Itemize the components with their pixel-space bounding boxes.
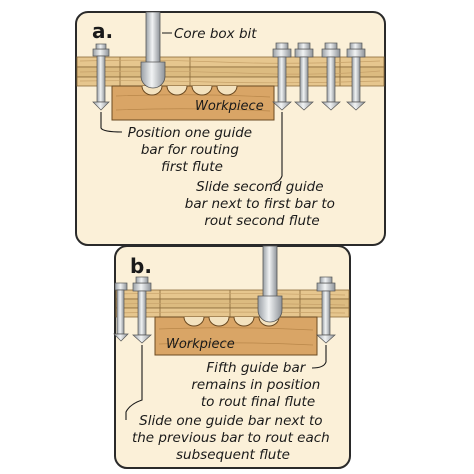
panel-b-guide-bars: [115, 289, 350, 318]
panel-a-second-label: Slide second guide bar next to first bar…: [185, 179, 339, 229]
panel-a-first-leader: [100, 112, 123, 133]
panel-b-bolt-left-1: [113, 282, 129, 342]
panel-b-slide-leader: [125, 345, 143, 420]
panel-a-bit-label: Core box bit: [174, 26, 257, 42]
panel-a-workpiece-label: Workpiece: [195, 99, 264, 114]
panel-b: b. Workpiece: [113, 245, 351, 469]
panel-a-bolt-right-3: [321, 42, 341, 111]
panel-b-workpiece: Workpiece: [154, 316, 318, 356]
panel-a-bolt-right-4: [346, 42, 366, 111]
panel-b-letter: b.: [130, 254, 152, 278]
panel-a-bolt-right-1: [272, 42, 292, 111]
panel-a-bolt-left: [92, 43, 110, 111]
panel-a-second-leader: [271, 112, 283, 185]
panel-a-workpiece: Workpiece: [111, 85, 275, 121]
panel-b-slide-label: Slide one guide bar next to the previous…: [132, 413, 334, 463]
panel-b-fifth-leader: [311, 345, 327, 369]
panel-a-letter: a.: [92, 19, 113, 43]
panel-b-workpiece-label: Workpiece: [166, 337, 235, 352]
panel-a-core-box-bit: [140, 11, 166, 89]
panel-b-core-box-bit: [257, 245, 283, 323]
panel-a-guide-bars: [76, 56, 385, 87]
panel-a-bolt-right-2: [294, 42, 314, 111]
panel-b-bolt-left-2: [132, 276, 152, 344]
panel-a-first-label: Position one guide bar for routing first…: [128, 125, 257, 175]
panel-a: a. Workpiece: [75, 11, 386, 246]
panel-b-bolt-right: [316, 276, 336, 344]
panel-b-fifth-label: Fifth guide bar remains in position to r…: [191, 360, 324, 410]
